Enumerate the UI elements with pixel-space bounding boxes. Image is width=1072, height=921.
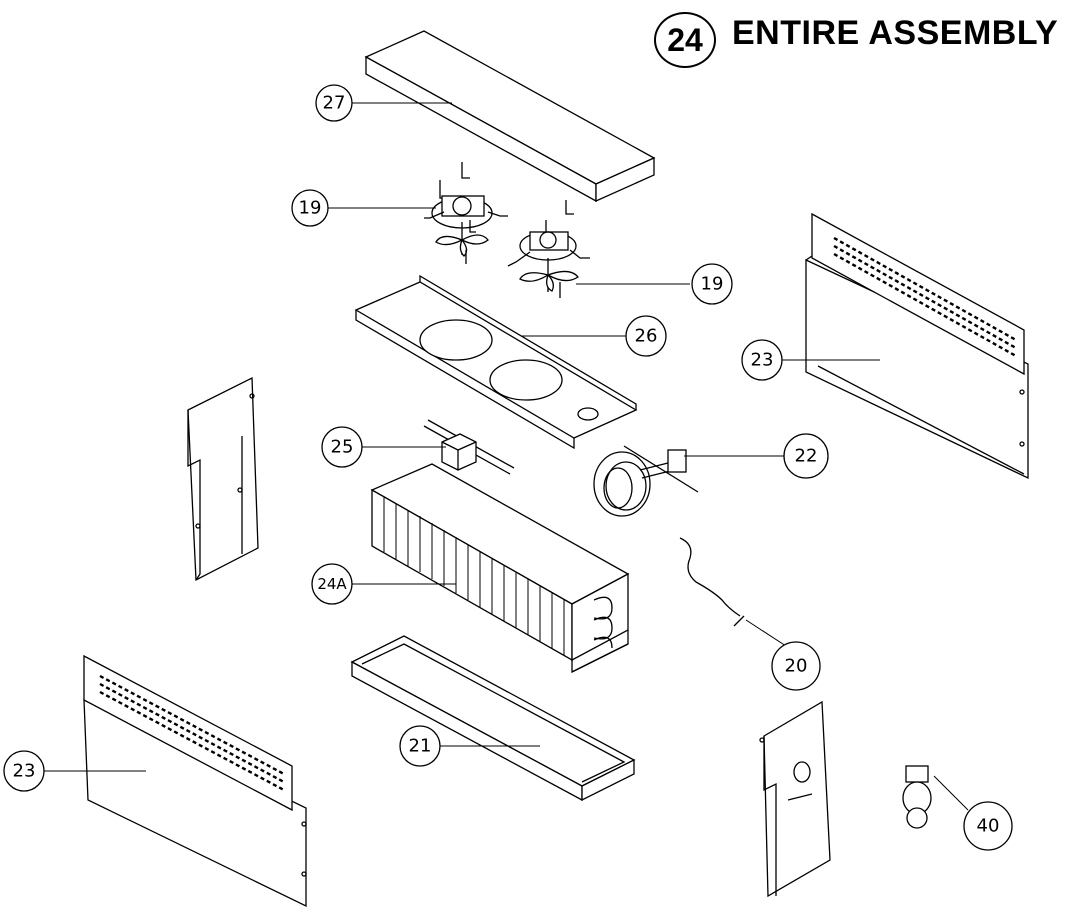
fan-shroud xyxy=(354,274,638,450)
fan-motor-right xyxy=(507,200,590,298)
back-panel xyxy=(805,212,1029,480)
sensor-wire xyxy=(679,537,745,627)
callout-20: 20 xyxy=(785,656,808,677)
callout-19-left: 19 xyxy=(299,198,322,219)
front-panel xyxy=(83,654,307,908)
callout-40: 40 xyxy=(977,816,1000,837)
assembly-title: ENTIRE ASSEMBLY xyxy=(732,14,1059,52)
right-side-bracket xyxy=(759,700,831,898)
valve-block xyxy=(423,419,515,475)
assembly-number-badge: 24 xyxy=(654,12,716,68)
callout-26: 26 xyxy=(635,326,658,347)
callout-24a: 24A xyxy=(317,575,347,593)
callout-19-right: 19 xyxy=(701,274,724,295)
expansion-valve xyxy=(593,445,699,517)
left-side-bracket xyxy=(187,376,259,582)
drain-pan xyxy=(350,635,636,802)
callout-25: 25 xyxy=(331,437,354,458)
fan-motor-left xyxy=(424,162,508,264)
callout-circles xyxy=(3,84,1013,851)
callout-23-back: 23 xyxy=(751,350,774,371)
drain-fitting xyxy=(902,765,932,829)
callout-leaders xyxy=(42,102,969,811)
top-cover xyxy=(364,30,656,203)
callout-21: 21 xyxy=(409,736,432,757)
evaporator-coil xyxy=(370,463,630,674)
callout-23-front: 23 xyxy=(13,761,36,782)
callout-27: 27 xyxy=(323,93,346,114)
callout-22: 22 xyxy=(795,446,818,467)
